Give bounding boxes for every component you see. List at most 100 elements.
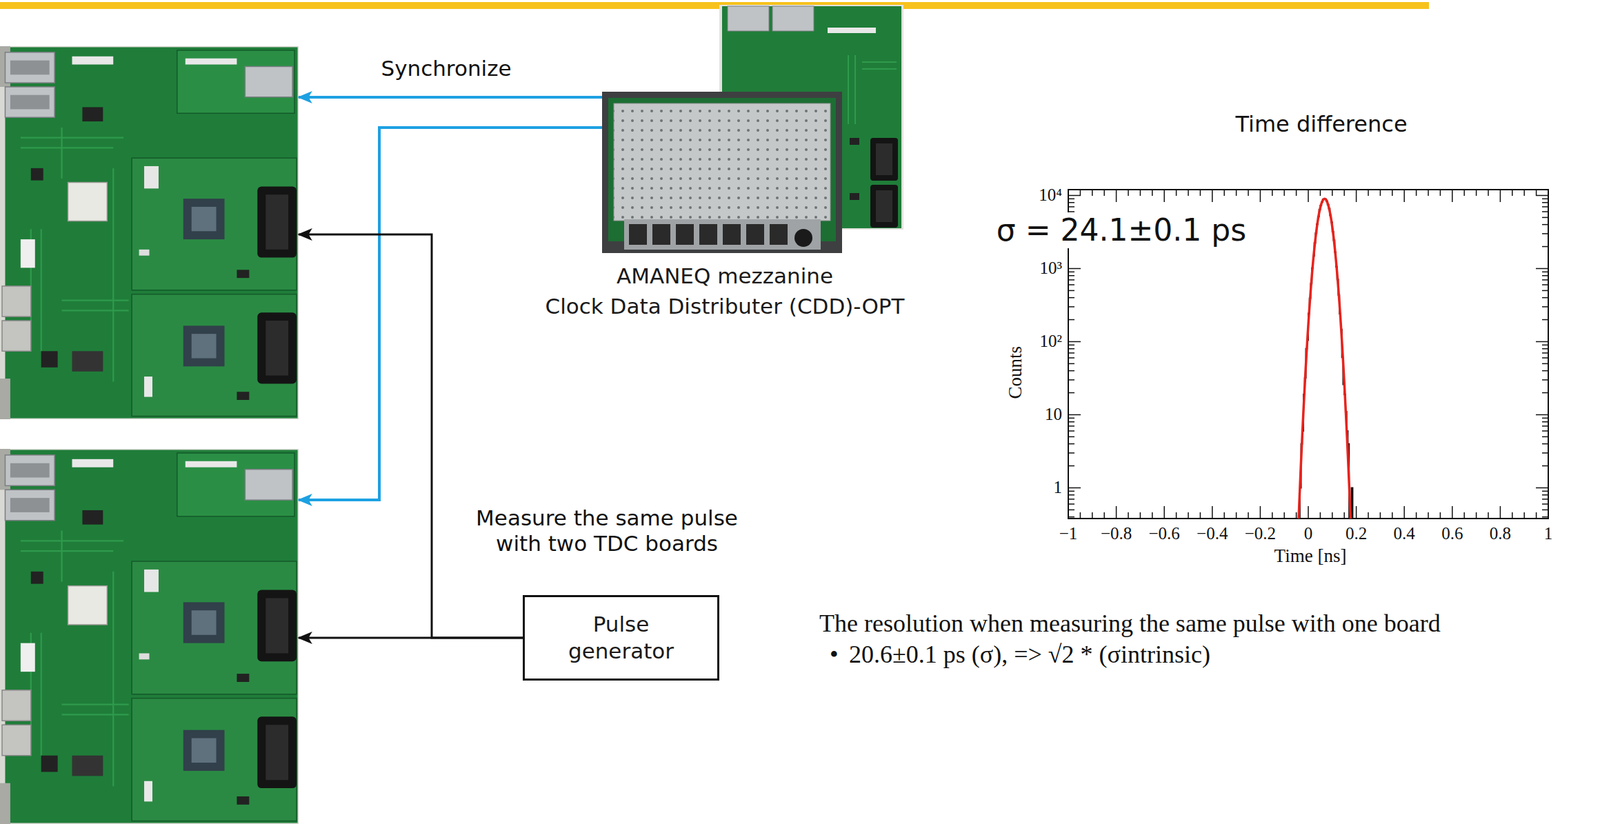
connector-label: Synchronize <box>378 55 515 82</box>
tdc-board-photo <box>0 46 299 420</box>
clock-distributor-board: AMANEQ mezzanineClock Data Distributer (… <box>602 4 904 254</box>
axis-tick <box>1391 189 1394 196</box>
axis-tick <box>1068 319 1075 321</box>
axis-tick <box>1535 341 1549 343</box>
note-text: The resolution when measuring the same p… <box>819 608 1441 639</box>
cdd-opt-photo <box>794 228 813 247</box>
axis-tick-label: 10⁴ <box>1038 184 1063 206</box>
axis-tick <box>1542 357 1549 359</box>
axis-tick <box>1295 512 1298 519</box>
cdd-opt-photo <box>699 224 718 245</box>
axis-tick <box>1068 509 1075 512</box>
axis-tick <box>1295 189 1298 196</box>
cdd-board-photo <box>849 137 860 145</box>
connector <box>298 95 603 99</box>
axis-tick-label: 10 <box>1044 404 1063 425</box>
axis-tick <box>1542 421 1549 423</box>
axis-tick <box>1091 189 1094 196</box>
axis-tick <box>1068 344 1075 347</box>
axis-tick <box>1500 189 1502 203</box>
axis-tick <box>1068 279 1075 281</box>
axis-tick <box>1415 189 1418 196</box>
cdd-opt-photo <box>613 103 831 221</box>
axis-tick <box>1380 189 1382 196</box>
axis-tick <box>1542 246 1549 248</box>
fit-result: σ = 24.1±0.1 ps <box>993 212 1249 249</box>
axis-tick <box>1247 512 1249 519</box>
axis-tick <box>1542 206 1549 208</box>
axis-tick <box>1542 275 1549 277</box>
axis-tick <box>1163 506 1165 519</box>
axis-tick <box>1463 512 1465 519</box>
tdc-board <box>0 46 299 420</box>
tdc-board <box>0 448 299 824</box>
axis-title: Counts <box>1004 346 1027 400</box>
axis-tick <box>1068 348 1075 350</box>
cdd-opt-photo <box>628 224 647 245</box>
axis-tick <box>1200 189 1202 196</box>
axis-tick <box>1487 189 1489 196</box>
axis-tick <box>1475 512 1478 519</box>
axis-tick <box>1542 503 1549 505</box>
axis-tick <box>1068 443 1075 445</box>
axis-tick <box>1415 512 1418 519</box>
note-text: 20.6±0.1 ps (σ), => √2 * (σintrinsic) <box>848 640 1211 670</box>
axis-tick <box>1535 189 1538 196</box>
axis-tick <box>1542 425 1549 427</box>
axis-tick <box>1331 512 1334 519</box>
axis-tick <box>1542 271 1549 274</box>
axis-tick <box>1542 211 1549 213</box>
axis-tick <box>1542 491 1549 493</box>
axis-tick-label: 0.2 <box>1345 523 1367 545</box>
axis-tick <box>1223 189 1225 196</box>
axis-tick <box>1260 506 1262 519</box>
axis-tick <box>1211 506 1214 519</box>
axis-tick <box>1542 297 1549 299</box>
axis-tick <box>1151 189 1154 196</box>
axis-tick <box>1068 379 1075 381</box>
axis-tick <box>1535 512 1538 519</box>
axis-tick <box>1175 189 1178 196</box>
axis-tick <box>1307 189 1309 203</box>
axis-tick <box>1068 494 1075 496</box>
axis-tick <box>1500 506 1502 519</box>
axis-tick <box>1380 512 1382 519</box>
axis-tick <box>1535 268 1549 270</box>
axis-tick <box>1163 189 1165 203</box>
axis-tick <box>1542 436 1549 438</box>
axis-tick <box>1068 268 1081 270</box>
axis-tick-label: −0.2 <box>1244 523 1276 545</box>
axis-tick <box>1535 414 1549 416</box>
cdd-board-photo <box>827 27 876 34</box>
axis-tick <box>1542 306 1549 308</box>
axis-tick <box>1068 195 1081 197</box>
axis-tick <box>1542 284 1549 286</box>
axis-tick <box>1542 352 1549 354</box>
axis-tick <box>1283 189 1285 196</box>
chart-title: Time difference <box>1235 111 1407 138</box>
axis-tick <box>1068 414 1081 416</box>
axis-tick-label: 0.4 <box>1393 523 1416 545</box>
axis-tick <box>1542 363 1549 365</box>
tdc-board-photo <box>0 448 299 824</box>
axis-tick <box>1487 512 1489 519</box>
board-caption: Clock Data Distributer (CDD)-OPT <box>545 293 905 320</box>
axis-tick <box>1427 512 1429 519</box>
note-text: Measure the same pulse with two TDC boar… <box>462 505 752 557</box>
axis-tick <box>1542 319 1549 321</box>
axis-tick <box>1068 487 1081 489</box>
axis-tick <box>1355 506 1358 519</box>
axis-tick <box>1343 512 1345 519</box>
axis-title: Time [ns] <box>1274 544 1347 567</box>
axis-tick <box>1542 498 1549 500</box>
connector <box>298 637 523 640</box>
cdd-opt-photo <box>624 219 821 250</box>
axis-tick <box>1542 202 1549 204</box>
axis-tick <box>1440 189 1442 196</box>
axis-tick <box>1068 503 1075 505</box>
axis-tick-label: 0.6 <box>1441 523 1463 545</box>
cdd-board-photo <box>870 184 898 228</box>
axis-tick <box>1068 516 1075 518</box>
axis-tick <box>1542 417 1549 420</box>
